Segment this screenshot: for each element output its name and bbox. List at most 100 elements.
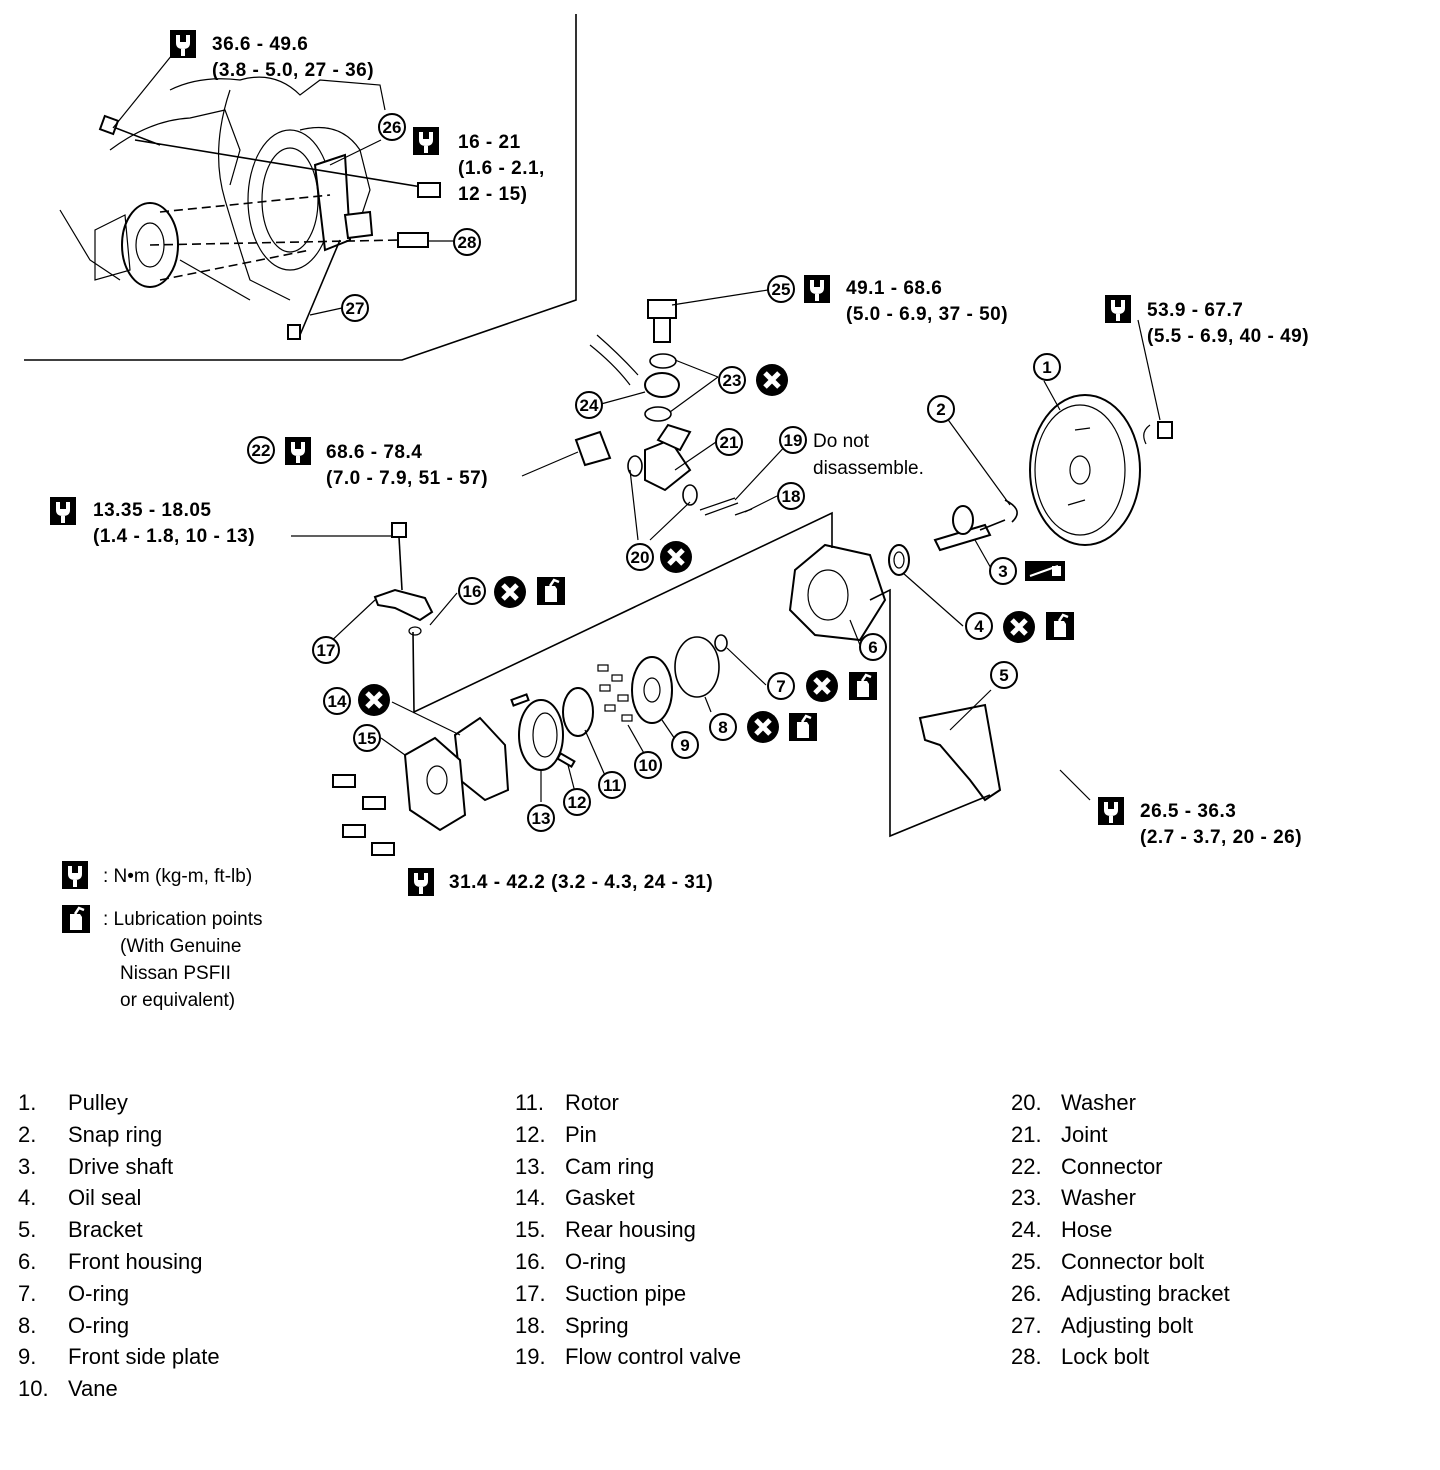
torque-callout-rear-housing-bolts: 31.4 - 42.2 (3.2 - 4.3, 24 - 31) bbox=[408, 868, 713, 896]
badge-number: 13 bbox=[532, 809, 551, 828]
part-number: 18. bbox=[515, 1312, 546, 1338]
part-badge-8: 8 bbox=[709, 713, 737, 741]
badge-circle bbox=[718, 366, 746, 394]
badge-number: 14 bbox=[328, 692, 347, 711]
part-badge-26: 26 bbox=[378, 113, 406, 141]
part-number: 1. bbox=[18, 1090, 37, 1115]
part-name: Flow control valve bbox=[565, 1344, 742, 1370]
parts-list-item: 12.Pin bbox=[515, 1122, 741, 1154]
parts-list-item: 14.Gasket bbox=[515, 1185, 741, 1217]
part-badge-12: 12 bbox=[563, 788, 591, 816]
svg-text:36.6 - 49.6: 36.6 - 49.6 bbox=[212, 34, 308, 55]
part-number: 13. bbox=[515, 1153, 546, 1179]
part-name: Adjusting bracket bbox=[1061, 1280, 1230, 1306]
part-badge-6: 6 bbox=[859, 633, 887, 661]
svg-text:31.4 - 42.2 (3.2 - 4.3, 24 - 3: 31.4 - 42.2 (3.2 - 4.3, 24 - 31) bbox=[449, 872, 713, 893]
part-name: Rotor bbox=[565, 1090, 619, 1115]
part-number: 25. bbox=[1011, 1248, 1042, 1274]
part-name: O-ring bbox=[565, 1248, 627, 1274]
svg-text:(1.4 - 1.8, 10 - 13): (1.4 - 1.8, 10 - 13) bbox=[93, 526, 255, 547]
parts-list-item: 21.Joint bbox=[1011, 1122, 1230, 1154]
badge-number: 5 bbox=[999, 666, 1008, 685]
pump-parts bbox=[332, 299, 1173, 856]
part-name: Drive shaft bbox=[68, 1153, 174, 1179]
svg-text:(2.7 - 3.7, 20 - 26): (2.7 - 3.7, 20 - 26) bbox=[1140, 827, 1302, 848]
part-number: 7. bbox=[18, 1280, 37, 1306]
part-badge-17: 17 bbox=[312, 636, 340, 664]
part-number: 17. bbox=[515, 1280, 546, 1306]
part-name: Pulley bbox=[68, 1090, 128, 1115]
parts-list-item: 23.Washer bbox=[1011, 1185, 1230, 1217]
badge-number: 26 bbox=[383, 118, 402, 137]
part-name: Front side plate bbox=[68, 1344, 220, 1370]
parts-list-item: 15.Rear housing bbox=[515, 1217, 741, 1249]
part-badge-20: 20 bbox=[626, 543, 654, 571]
inset-view bbox=[24, 14, 577, 361]
badge-number: 21 bbox=[720, 433, 739, 452]
part-number: 5. bbox=[18, 1217, 37, 1243]
part-badge-7: 7 bbox=[767, 672, 795, 700]
badge-circle bbox=[598, 771, 626, 799]
part-number: 4. bbox=[18, 1185, 37, 1211]
torque-callout-bracket-bolt: 26.5 - 36.3 (2.7 - 3.7, 20 - 26) bbox=[1098, 797, 1302, 848]
part-number: 22. bbox=[1011, 1153, 1042, 1179]
part-number: 12. bbox=[515, 1121, 546, 1147]
note-do-not: Do not bbox=[813, 431, 870, 452]
part-name: Bracket bbox=[68, 1217, 143, 1243]
svg-text:16 - 21: 16 - 21 bbox=[458, 132, 521, 153]
part-name: Adjusting bolt bbox=[1061, 1312, 1194, 1338]
part-badge-10: 10 bbox=[634, 751, 662, 779]
badge-circle bbox=[777, 482, 805, 510]
part-badge-21: 21 bbox=[715, 428, 743, 456]
badge-number: 22 bbox=[252, 441, 271, 460]
part-badge-1: 1 bbox=[1033, 353, 1061, 381]
svg-text:(5.5 - 6.9, 40 - 49): (5.5 - 6.9, 40 - 49) bbox=[1147, 326, 1309, 347]
parts-list-item: 25.Connector bolt bbox=[1011, 1249, 1230, 1281]
part-number: 15. bbox=[515, 1217, 546, 1243]
badge-circle bbox=[965, 612, 993, 640]
torque-callout-suction-pipe-bolt: 13.35 - 18.05 (1.4 - 1.8, 10 - 13) bbox=[50, 497, 255, 547]
part-name: O-ring bbox=[68, 1312, 130, 1338]
part-number: 28. bbox=[1011, 1344, 1042, 1370]
parts-list-item: 27. Adjusting bolt bbox=[1011, 1313, 1230, 1345]
badge-circle bbox=[715, 428, 743, 456]
svg-text:13.35 - 18.05: 13.35 - 18.05 bbox=[93, 500, 211, 521]
part-number: 8. bbox=[18, 1312, 37, 1338]
badge-number: 19 bbox=[784, 431, 803, 450]
badge-number: 8 bbox=[718, 718, 727, 737]
badge-circle bbox=[779, 426, 807, 454]
parts-list-item: 19.Flow control valve bbox=[515, 1344, 741, 1376]
badge-circle bbox=[859, 633, 887, 661]
part-badge-14: 14 bbox=[323, 687, 351, 715]
badge-circle bbox=[323, 687, 351, 715]
svg-text:68.6 - 78.4: 68.6 - 78.4 bbox=[326, 442, 422, 463]
badge-number: 24 bbox=[580, 396, 599, 415]
svg-text:(1.6 - 2.1,: (1.6 - 2.1, bbox=[458, 158, 545, 179]
torque-callout-pulley-nut: 53.9 - 67.7 (5.5 - 6.9, 40 - 49) bbox=[1105, 295, 1309, 347]
part-name: Hose bbox=[1061, 1217, 1113, 1243]
badge-circle bbox=[527, 804, 555, 832]
badge-circle bbox=[353, 724, 381, 752]
part-badge-3: 3 bbox=[989, 557, 1017, 585]
badge-circle bbox=[709, 713, 737, 741]
part-name: Joint bbox=[1061, 1121, 1108, 1147]
part-name: Vane bbox=[68, 1376, 118, 1402]
part-number: 9. bbox=[18, 1344, 37, 1370]
torque-callout-inset-bolt: 36.6 - 49.6 (3.8 - 5.0, 27 - 36) bbox=[170, 30, 374, 81]
part-badge-5: 5 bbox=[990, 661, 1018, 689]
part-badge-2: 2 bbox=[927, 395, 955, 423]
part-name: Connector bbox=[1061, 1153, 1163, 1179]
svg-text:(3.8 - 5.0, 27 - 36): (3.8 - 5.0, 27 - 36) bbox=[212, 60, 374, 81]
key-torque-units: : N•m (kg-m, ft-lb) bbox=[103, 866, 252, 887]
part-badge-24: 24 bbox=[575, 391, 603, 419]
svg-text:26.5 - 36.3: 26.5 - 36.3 bbox=[1140, 801, 1236, 822]
badge-circle bbox=[575, 391, 603, 419]
part-badge-28: 28 bbox=[453, 228, 481, 256]
key-lubrication-line2: (With Genuine bbox=[120, 936, 241, 957]
part-number: 20. bbox=[1011, 1090, 1042, 1115]
part-number: 10. bbox=[18, 1376, 49, 1402]
parts-list-item: 26.Adjusting bracket bbox=[1011, 1281, 1230, 1313]
part-number: 27. bbox=[1011, 1312, 1042, 1338]
